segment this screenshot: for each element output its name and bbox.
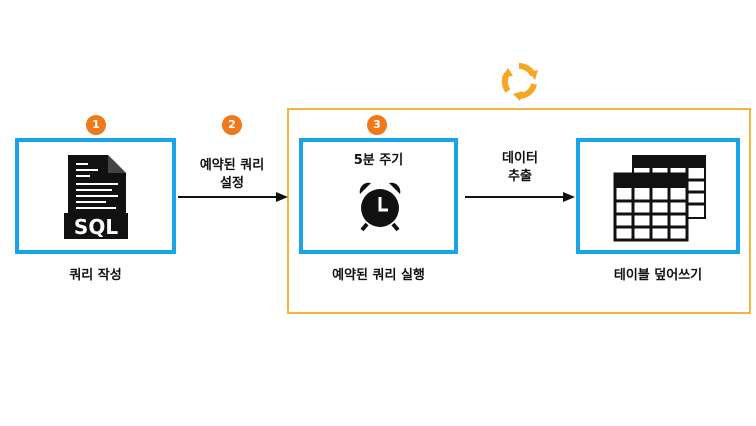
overwrite-table-label: 테이블 덮어쓰기 (613, 268, 703, 283)
table-overwrite-box (576, 138, 740, 254)
scheduled-run-box: 5분 주기 (299, 138, 458, 254)
set-scheduled-query-label-line2: 설정 (220, 176, 244, 191)
alarm-clock-icon (356, 180, 404, 232)
arrow-to-table (465, 190, 575, 204)
step-3-badge: 3 (367, 115, 387, 135)
step-2-badge: 2 (222, 115, 242, 135)
refresh-cycle-icon (498, 60, 540, 102)
write-query-box: SQL (15, 138, 176, 254)
arrow-to-schedule (178, 190, 288, 204)
table-icon (613, 154, 707, 244)
sql-file-icon: SQL (64, 153, 128, 241)
run-scheduled-query-label: 예약된 쿼리 실행 (332, 268, 425, 283)
extract-data-label-line2: 추출 (508, 169, 532, 184)
interval-label: 5분 주기 (353, 153, 404, 168)
extract-data-label-line1: 데이터 (502, 151, 538, 166)
write-query-label: 쿼리 작성 (69, 268, 122, 283)
set-scheduled-query-label-line1: 예약된 쿼리 (199, 158, 265, 173)
sql-text: SQL (74, 215, 118, 239)
step-1-badge: 1 (86, 115, 106, 135)
scheduled-query-frame (287, 108, 751, 314)
